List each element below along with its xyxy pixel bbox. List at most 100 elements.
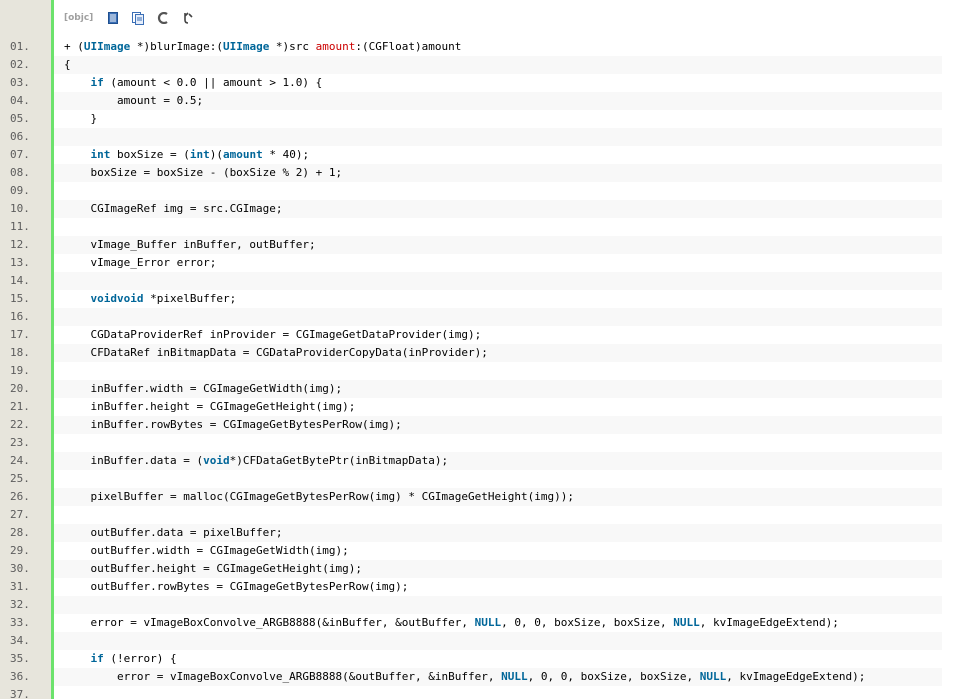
line-number: 30. xyxy=(10,562,30,575)
code-text xyxy=(54,128,942,146)
code-line: 04. amount = 0.5; xyxy=(0,92,942,110)
line-number: 36. xyxy=(10,670,30,683)
code-line: 06. xyxy=(0,128,942,146)
line-number: 25. xyxy=(10,472,30,485)
line-number: 09. xyxy=(10,184,30,197)
code-token: (!error) { xyxy=(103,652,177,665)
line-number: 11. xyxy=(10,220,30,233)
code-text xyxy=(54,362,942,380)
view-source-icon[interactable] xyxy=(106,11,120,25)
code-text xyxy=(54,218,942,236)
about-icon[interactable] xyxy=(181,11,195,25)
code-text: inBuffer.width = CGImageGetWidth(img); xyxy=(54,380,942,398)
code-text: outBuffer.width = CGImageGetWidth(img); xyxy=(54,542,942,560)
code-text: boxSize = boxSize - (boxSize % 2) + 1; xyxy=(54,164,942,182)
line-number: 35. xyxy=(10,652,30,665)
code-text: outBuffer.rowBytes = CGImageGetBytesPerR… xyxy=(54,578,942,596)
code-text: outBuffer.data = pixelBuffer; xyxy=(54,524,942,542)
code-line: 33. error = vImageBoxConvolve_ARGB8888(&… xyxy=(0,614,942,632)
code-token: inBuffer.data = ( xyxy=(64,454,204,467)
line-number: 16. xyxy=(10,310,30,323)
language-badge: [objc] xyxy=(64,13,94,23)
line-number: 13. xyxy=(10,256,30,269)
code-token: NULL xyxy=(474,616,502,629)
code-token: int xyxy=(90,148,111,161)
line-number: 02. xyxy=(10,58,30,71)
code-token: vImage_Error error; xyxy=(64,256,217,269)
code-token xyxy=(64,652,91,665)
code-text: CGImageRef img = src.CGImage; xyxy=(54,200,942,218)
code-token: int xyxy=(189,148,210,161)
code-token: pixelBuffer = malloc(CGImageGetBytesPerR… xyxy=(64,490,574,503)
code-line: 36. error = vImageBoxConvolve_ARGB8888(&… xyxy=(0,668,942,686)
code-token: , kvImageEdgeExtend); xyxy=(726,670,866,683)
line-number: 14. xyxy=(10,274,30,287)
line-number: 10. xyxy=(10,202,30,215)
code-token: inBuffer.rowBytes = CGImageGetBytesPerRo… xyxy=(64,418,402,431)
code-token: UIImage xyxy=(222,40,270,53)
code-token: outBuffer.data = pixelBuffer; xyxy=(64,526,283,539)
code-text xyxy=(54,308,942,326)
line-number: 01. xyxy=(10,40,30,53)
code-line: 12. vImage_Buffer inBuffer, outBuffer; xyxy=(0,236,942,254)
code-line: 02. { xyxy=(0,56,942,74)
line-number: 31. xyxy=(10,580,30,593)
code-toolbar: [objc] xyxy=(54,5,942,31)
code-text xyxy=(54,686,942,699)
code-text: if (!error) { xyxy=(54,650,942,668)
code-token: *)src xyxy=(269,40,316,53)
code-token: outBuffer.rowBytes = CGImageGetBytesPerR… xyxy=(64,580,409,593)
code-text xyxy=(54,434,942,452)
code-line: 16. xyxy=(0,308,942,326)
code-text xyxy=(54,182,942,200)
line-number: 23. xyxy=(10,436,30,449)
code-line: 34. xyxy=(0,632,942,650)
code-line: 31. outBuffer.rowBytes = CGImageGetBytes… xyxy=(0,578,942,596)
print-icon[interactable] xyxy=(156,11,170,25)
code-line: 25. xyxy=(0,470,942,488)
code-text: voidvoid *pixelBuffer; xyxy=(54,290,942,308)
code-line: 17. CGDataProviderRef inProvider = CGIma… xyxy=(0,326,942,344)
code-text: int boxSize = (int)(amount * 40); xyxy=(54,146,942,164)
code-token: vImage_Buffer inBuffer, outBuffer; xyxy=(64,238,316,251)
code-token: if xyxy=(90,76,104,89)
code-token: void xyxy=(203,454,230,467)
line-number: 05. xyxy=(10,112,30,125)
code-token: boxSize = ( xyxy=(110,148,190,161)
code-text: inBuffer.data = (void*)CFDataGetBytePtr(… xyxy=(54,452,942,470)
code-token: , kvImageEdgeExtend); xyxy=(699,616,839,629)
code-lines: 01.+ (UIImage *)blurImage:(UIImage *)src… xyxy=(0,38,942,699)
code-text: error = vImageBoxConvolve_ARGB8888(&inBu… xyxy=(54,614,942,632)
line-number: 15. xyxy=(10,292,30,305)
code-token: NULL xyxy=(699,670,727,683)
code-text: inBuffer.rowBytes = CGImageGetBytesPerRo… xyxy=(54,416,942,434)
line-number: 28. xyxy=(10,526,30,539)
code-token: error = vImageBoxConvolve_ARGB8888(&inBu… xyxy=(64,616,475,629)
code-text: { xyxy=(54,56,942,74)
code-token: , 0, 0, boxSize, boxSize, xyxy=(501,616,674,629)
code-line: 19. xyxy=(0,362,942,380)
code-line: 37. xyxy=(0,686,942,699)
code-token: boxSize = boxSize - (boxSize % 2) + 1; xyxy=(64,166,343,179)
code-text: amount = 0.5; xyxy=(54,92,942,110)
code-line: 14. xyxy=(0,272,942,290)
code-token: + ( xyxy=(64,40,84,53)
code-token: outBuffer.width = CGImageGetWidth(img); xyxy=(64,544,349,557)
code-line: 07. int boxSize = (int)(amount * 40); xyxy=(0,146,942,164)
code-token: } xyxy=(64,112,98,125)
code-line: 10. CGImageRef img = src.CGImage; xyxy=(0,200,942,218)
code-line: 05. } xyxy=(0,110,942,128)
code-line: 29. outBuffer.width = CGImageGetWidth(im… xyxy=(0,542,942,560)
code-text: error = vImageBoxConvolve_ARGB8888(&outB… xyxy=(54,668,942,686)
code-token: (amount < 0.0 || amount > 1.0) { xyxy=(103,76,323,89)
copy-clipboard-icon[interactable] xyxy=(131,11,145,25)
code-line: 22. inBuffer.rowBytes = CGImageGetBytesP… xyxy=(0,416,942,434)
code-token: inBuffer.width = CGImageGetWidth(img); xyxy=(64,382,343,395)
code-token: :(CGFloat)amount xyxy=(355,40,462,53)
code-viewer: [objc] 01.+ (UIImage *)blurImage:(UIImag… xyxy=(0,0,942,699)
code-token: { xyxy=(64,58,71,71)
line-number: 32. xyxy=(10,598,30,611)
code-line: 01.+ (UIImage *)blurImage:(UIImage *)src… xyxy=(0,38,942,56)
code-token: * 40); xyxy=(262,148,310,161)
line-number: 20. xyxy=(10,382,30,395)
